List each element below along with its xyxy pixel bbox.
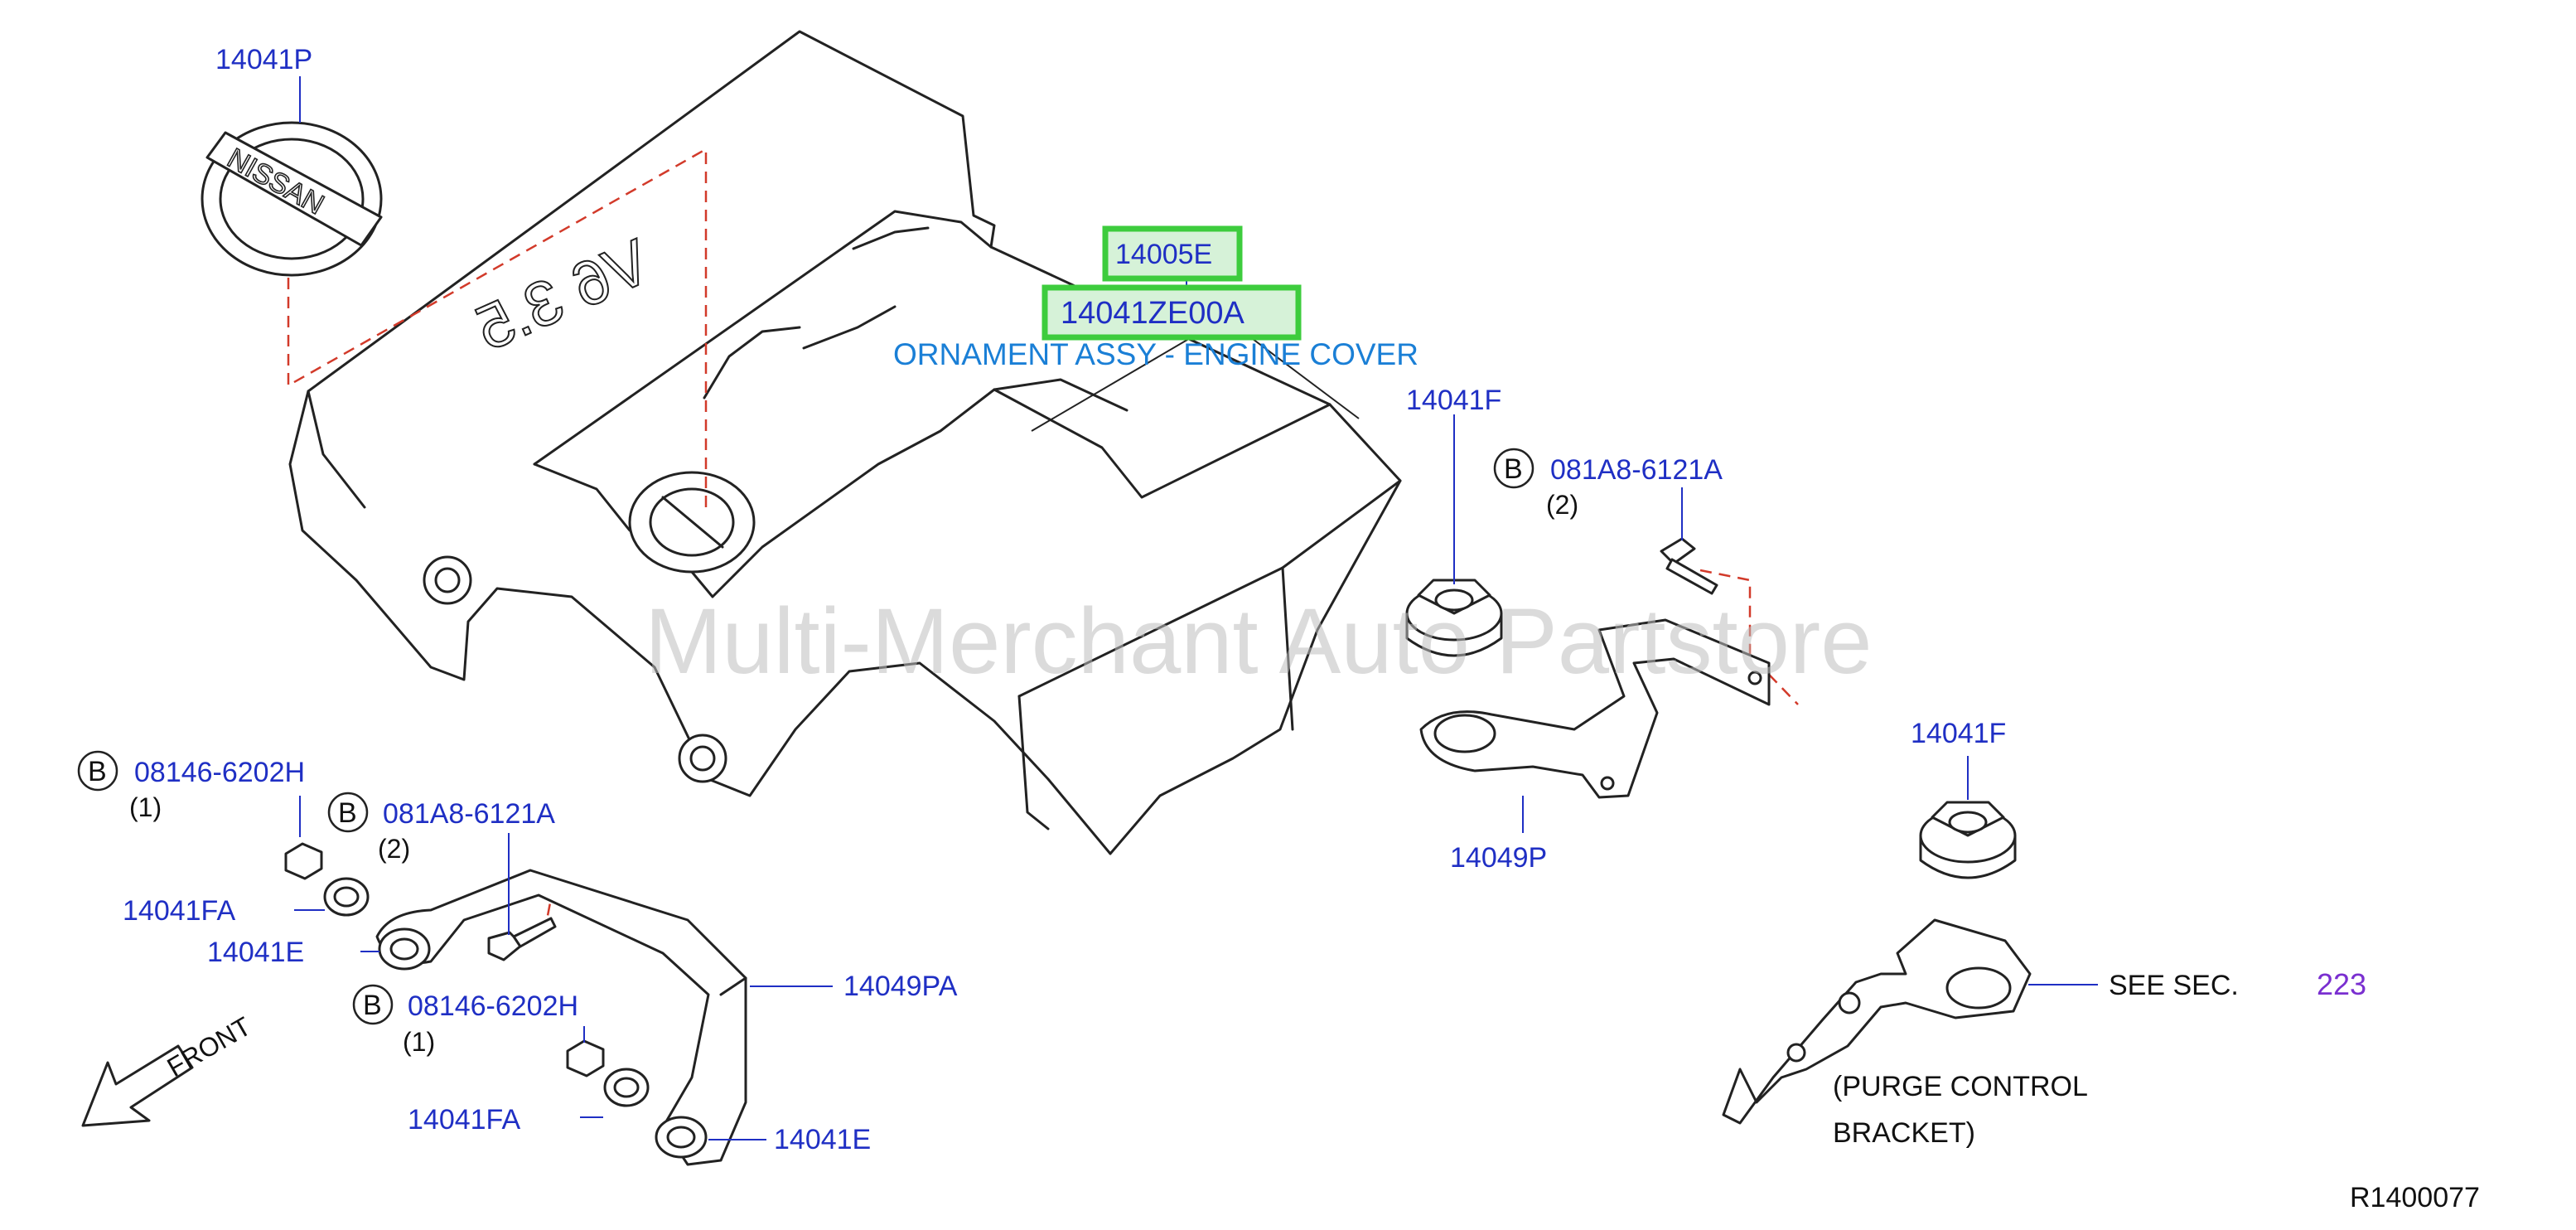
diagram-ref-code: R1400077 (2350, 1182, 2480, 1213)
grommet-14041E-upper (378, 927, 431, 971)
callout-081A8-6121A-upper[interactable]: 081A8-6121A (1550, 454, 1723, 486)
qty-081A8-lower: (2) (378, 834, 410, 864)
purge-control-bracket (1722, 918, 2032, 1125)
callout-081A8-6121A-lower[interactable]: 081A8-6121A (383, 798, 555, 830)
callout-14005E[interactable]: 14005E (1115, 239, 1212, 270)
callout-14049P[interactable]: 14049P (1450, 842, 1547, 874)
bolt-marker-b-left-1 (77, 750, 118, 792)
qty-08146-lower: (1) (403, 1027, 435, 1057)
nissan-badge: NISSAN (201, 121, 383, 277)
callout-14041E-lower[interactable]: 14041E (774, 1124, 871, 1155)
callout-14049PA[interactable]: 14049PA (843, 971, 958, 1002)
bolt-marker-b-upper-right-label: B (1504, 453, 1523, 485)
front-arrow (81, 1044, 194, 1127)
washer-14041FA-upper (323, 877, 370, 917)
engine-cover: V6 3.5 (288, 30, 1402, 855)
grommet-14041E-lower (655, 1116, 708, 1159)
bolt-marker-b-left-3-label: B (363, 990, 382, 1021)
ornament-assy-description[interactable]: ORNAMENT ASSY - ENGINE COVER (893, 337, 1418, 371)
see-sec-label: SEE SEC. (2109, 970, 2239, 1001)
qty-08146-upper: (1) (129, 792, 162, 822)
grommet-14041F-lower (1919, 801, 2017, 879)
callout-08146-6202H-upper[interactable]: 08146-6202H (134, 757, 305, 788)
leader-lines (294, 76, 2098, 1140)
highlight-14041ZE00A (1042, 284, 1302, 341)
callout-14041P[interactable]: 14041P (215, 44, 312, 75)
section-223-link[interactable]: 223 (2317, 967, 2366, 1001)
highlight-14005E (1102, 225, 1243, 282)
bolt-marker-b-left-1-label: B (88, 756, 107, 787)
bolt-08146-lower (566, 1039, 605, 1077)
grommet-14041F-upper (1405, 579, 1503, 657)
callout-14041E-upper[interactable]: 14041E (207, 937, 304, 968)
bolt-08146-upper (284, 842, 323, 880)
bolt-marker-b-left-2 (327, 792, 369, 833)
callout-14041FA-lower[interactable]: 14041FA (408, 1104, 520, 1136)
bolt-marker-b-left-3 (352, 984, 394, 1025)
callout-14041F-lower[interactable]: 14041F (1911, 718, 2006, 749)
watermark: Multi-Merchant Auto Partstore (645, 589, 1872, 693)
bracket-14049P (1419, 618, 1771, 799)
callout-14041FA-upper[interactable]: 14041FA (123, 895, 235, 927)
bolt-marker-b-left-2-label: B (338, 797, 357, 829)
callout-14041F-upper[interactable]: 14041F (1406, 385, 1501, 416)
bolt-081A8-upper (1660, 537, 1718, 595)
washer-14041FA-lower (603, 1068, 650, 1107)
bolt-marker-b-upper-right (1493, 448, 1534, 489)
callout-08146-6202H-lower[interactable]: 08146-6202H (408, 990, 578, 1022)
purge-bracket-label-1: (PURGE CONTROL (1833, 1071, 2088, 1102)
callout-14041ZE00A[interactable]: 14041ZE00A (1061, 296, 1245, 331)
qty-081A8-upper: (2) (1546, 490, 1578, 520)
bolt-081A8-lower (487, 917, 557, 961)
purge-bracket-label-2: BRACKET) (1833, 1117, 1975, 1149)
